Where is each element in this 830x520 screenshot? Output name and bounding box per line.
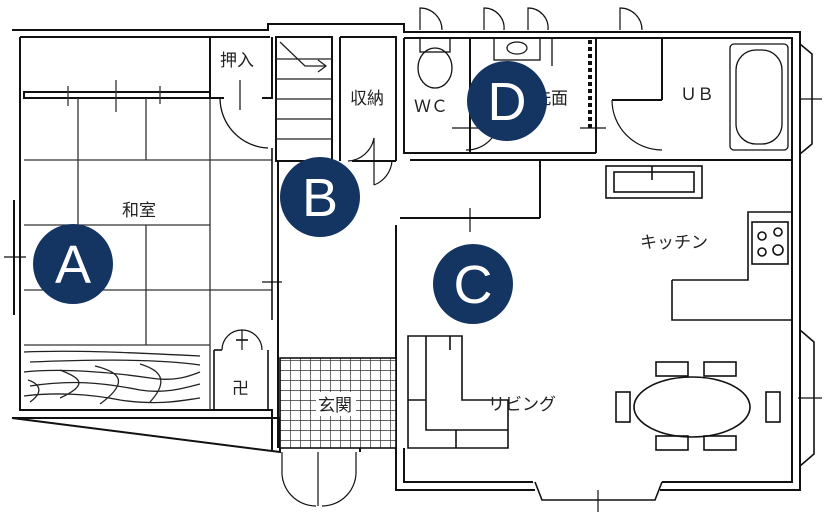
marker-a-circle [33,224,113,304]
marker-b[interactable]: B [280,157,360,237]
staircase [275,36,333,162]
marker-c-circle [433,244,513,324]
shuno-storage [339,36,397,186]
washitsu-room [4,80,272,410]
genkan-tiles [279,357,397,449]
marker-c[interactable]: C [433,244,513,324]
living-area [407,329,822,512]
entrance-door[interactable] [281,452,357,507]
marker-b-label: B [302,168,338,228]
oshiire-closet [209,37,273,320]
label-shuno: 収納 [350,89,384,109]
marker-a-label: A [55,235,91,295]
label-living: リビング [488,395,556,415]
label-oshiire: 押入 [220,51,254,71]
ub-room [611,7,822,155]
label-small-closet: 卍 [232,379,249,399]
label-kitchen: キッチン [640,233,708,253]
wall-ticks [262,127,606,283]
marker-b-circle [280,157,360,237]
marker-d[interactable]: D [467,61,547,141]
label-washitsu: 和室 [122,201,156,221]
marker-d-label: D [488,72,527,132]
label-genkan: 玄関 [318,396,352,416]
senmen-room [465,7,597,154]
marker-a[interactable]: A [33,224,113,304]
kitchen-area [605,165,792,321]
label-wc: ＷＣ [414,97,448,117]
marker-d-circle [467,61,547,141]
label-ub: ＵＢ [680,85,714,105]
wc-room [403,7,471,154]
small-closet [213,329,269,411]
marker-c-label: C [454,255,493,315]
